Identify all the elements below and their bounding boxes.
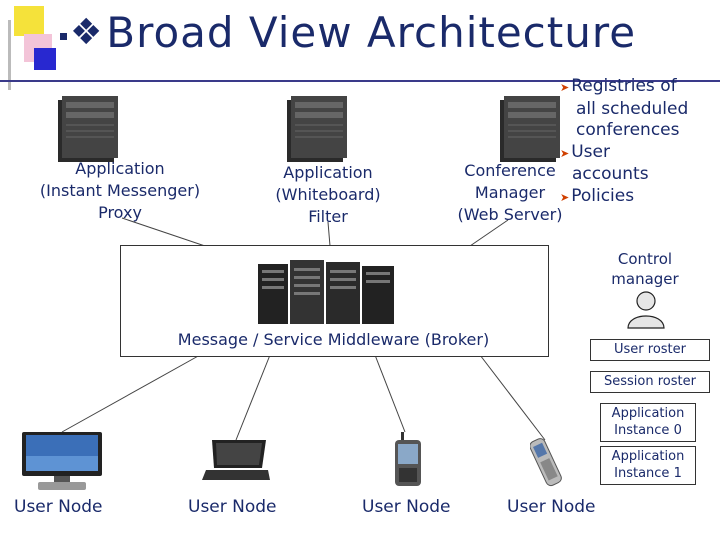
connector-filter-broker: [327, 221, 331, 247]
server-label-webserver: Conference Manager (Web Server): [457, 161, 563, 224]
user-roster-box: User roster: [590, 339, 710, 361]
arrow-bullet-icon: ➤: [560, 81, 570, 94]
title-decoration-blue: [34, 48, 56, 70]
connector-broker-desktop: [61, 354, 201, 433]
connector-broker-phone: [479, 354, 546, 441]
cell-phone-icon: [530, 438, 562, 487]
connector-webserver-broker: [469, 219, 509, 247]
user-node-label: User Node: [362, 497, 451, 517]
registries-list: ➤Registries of all scheduled conferences…: [560, 76, 688, 208]
server-rack-icon: [258, 260, 394, 324]
user-person-icon: [627, 291, 665, 329]
arrow-bullet-icon: ➤: [560, 190, 570, 204]
server-tower-icon: [58, 96, 118, 162]
title-underline: [0, 80, 720, 82]
server-tower-icon: [500, 96, 560, 162]
connector-broker-laptop: [235, 354, 271, 441]
desktop-computer-icon: [22, 432, 102, 490]
registry-item: ➤Registries of: [560, 76, 677, 96]
broker-label: Message / Service Middleware (Broker): [177, 330, 490, 349]
pda-icon: [395, 432, 421, 486]
server-label-filter: Application (Whiteboard) Filter: [275, 163, 381, 226]
control-manager-label: Control manager: [611, 250, 679, 288]
application-instance-0-box: Application Instance 0: [600, 403, 696, 442]
server-tower-icon: [287, 96, 347, 162]
title-square-bullet: [60, 33, 67, 40]
connector-proxy-broker: [121, 217, 206, 247]
user-node-label: User Node: [507, 497, 596, 517]
application-instance-1-box: Application Instance 1: [600, 446, 696, 485]
connector-broker-pda: [374, 354, 406, 433]
server-label-proxy: Application (Instant Messenger) Proxy: [39, 159, 201, 222]
title-decoration-yellow: [14, 6, 44, 36]
title-left-rule: [8, 20, 11, 90]
user-node-label: User Node: [14, 497, 103, 517]
title-block: ❖ Broad View Architecture: [70, 12, 636, 54]
registry-item: ➤Policies: [560, 185, 635, 206]
session-roster-box: Session roster: [590, 371, 710, 393]
arrow-bullet-icon: ➤: [560, 146, 570, 160]
diamond-bullet-icon: ❖: [70, 12, 103, 53]
user-node-label: User Node: [188, 497, 277, 517]
laptop-icon: [202, 440, 270, 480]
registry-item: ➤User: [560, 141, 610, 162]
slide-title: Broad View Architecture: [106, 8, 637, 57]
